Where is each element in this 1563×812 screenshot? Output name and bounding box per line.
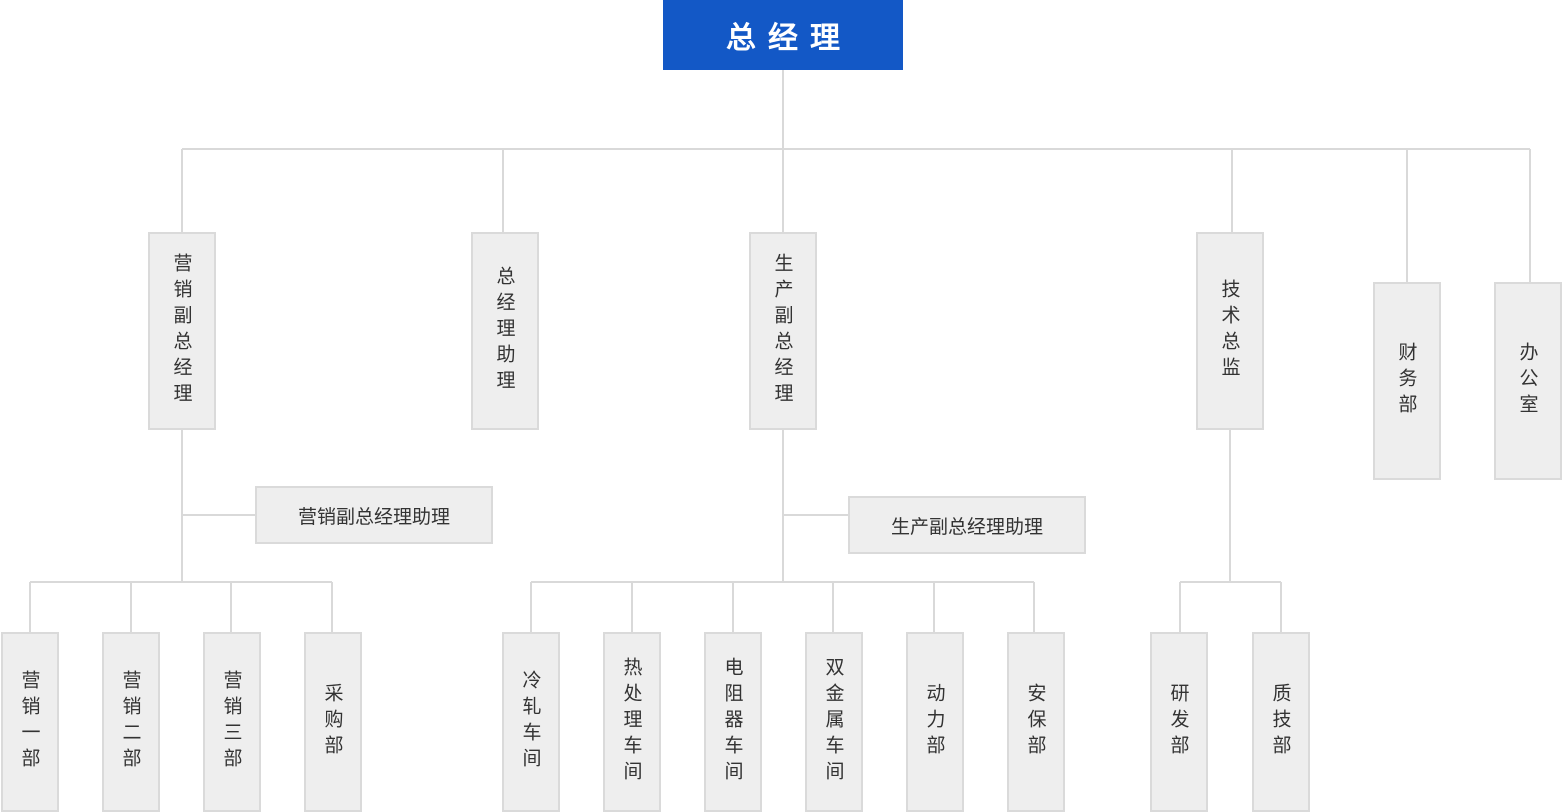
sales-unit-box: 营销二部 <box>102 632 160 812</box>
production-unit-box: 安保部 <box>1007 632 1065 812</box>
sales-unit-box: 采购部 <box>304 632 362 812</box>
production-unit-box: 电阻器车间 <box>704 632 762 812</box>
production-vp-assistant-box: 生产副总经理助理 <box>848 496 1086 554</box>
technical-director-box: 技术总监 <box>1196 232 1264 430</box>
production-unit-box: 双金属车间 <box>805 632 863 812</box>
sales-unit-box: 营销一部 <box>1 632 59 812</box>
sales-vp-box: 营销副总经理 <box>148 232 216 430</box>
tech-unit-box: 质技部 <box>1252 632 1310 812</box>
tech-unit-box: 研发部 <box>1150 632 1208 812</box>
gm-assistant-box: 总经理助理 <box>471 232 539 430</box>
production-vp-box: 生产副总经理 <box>749 232 817 430</box>
sales-unit-box: 营销三部 <box>203 632 261 812</box>
office-box: 办公室 <box>1494 282 1562 480</box>
general-manager-box: 总经理 <box>663 0 903 70</box>
production-unit-box: 动力部 <box>906 632 964 812</box>
finance-dept-box: 财务部 <box>1373 282 1441 480</box>
sales-vp-assistant-box: 营销副总经理助理 <box>255 486 493 544</box>
production-unit-box: 热处理车间 <box>603 632 661 812</box>
production-unit-box: 冷轧车间 <box>502 632 560 812</box>
